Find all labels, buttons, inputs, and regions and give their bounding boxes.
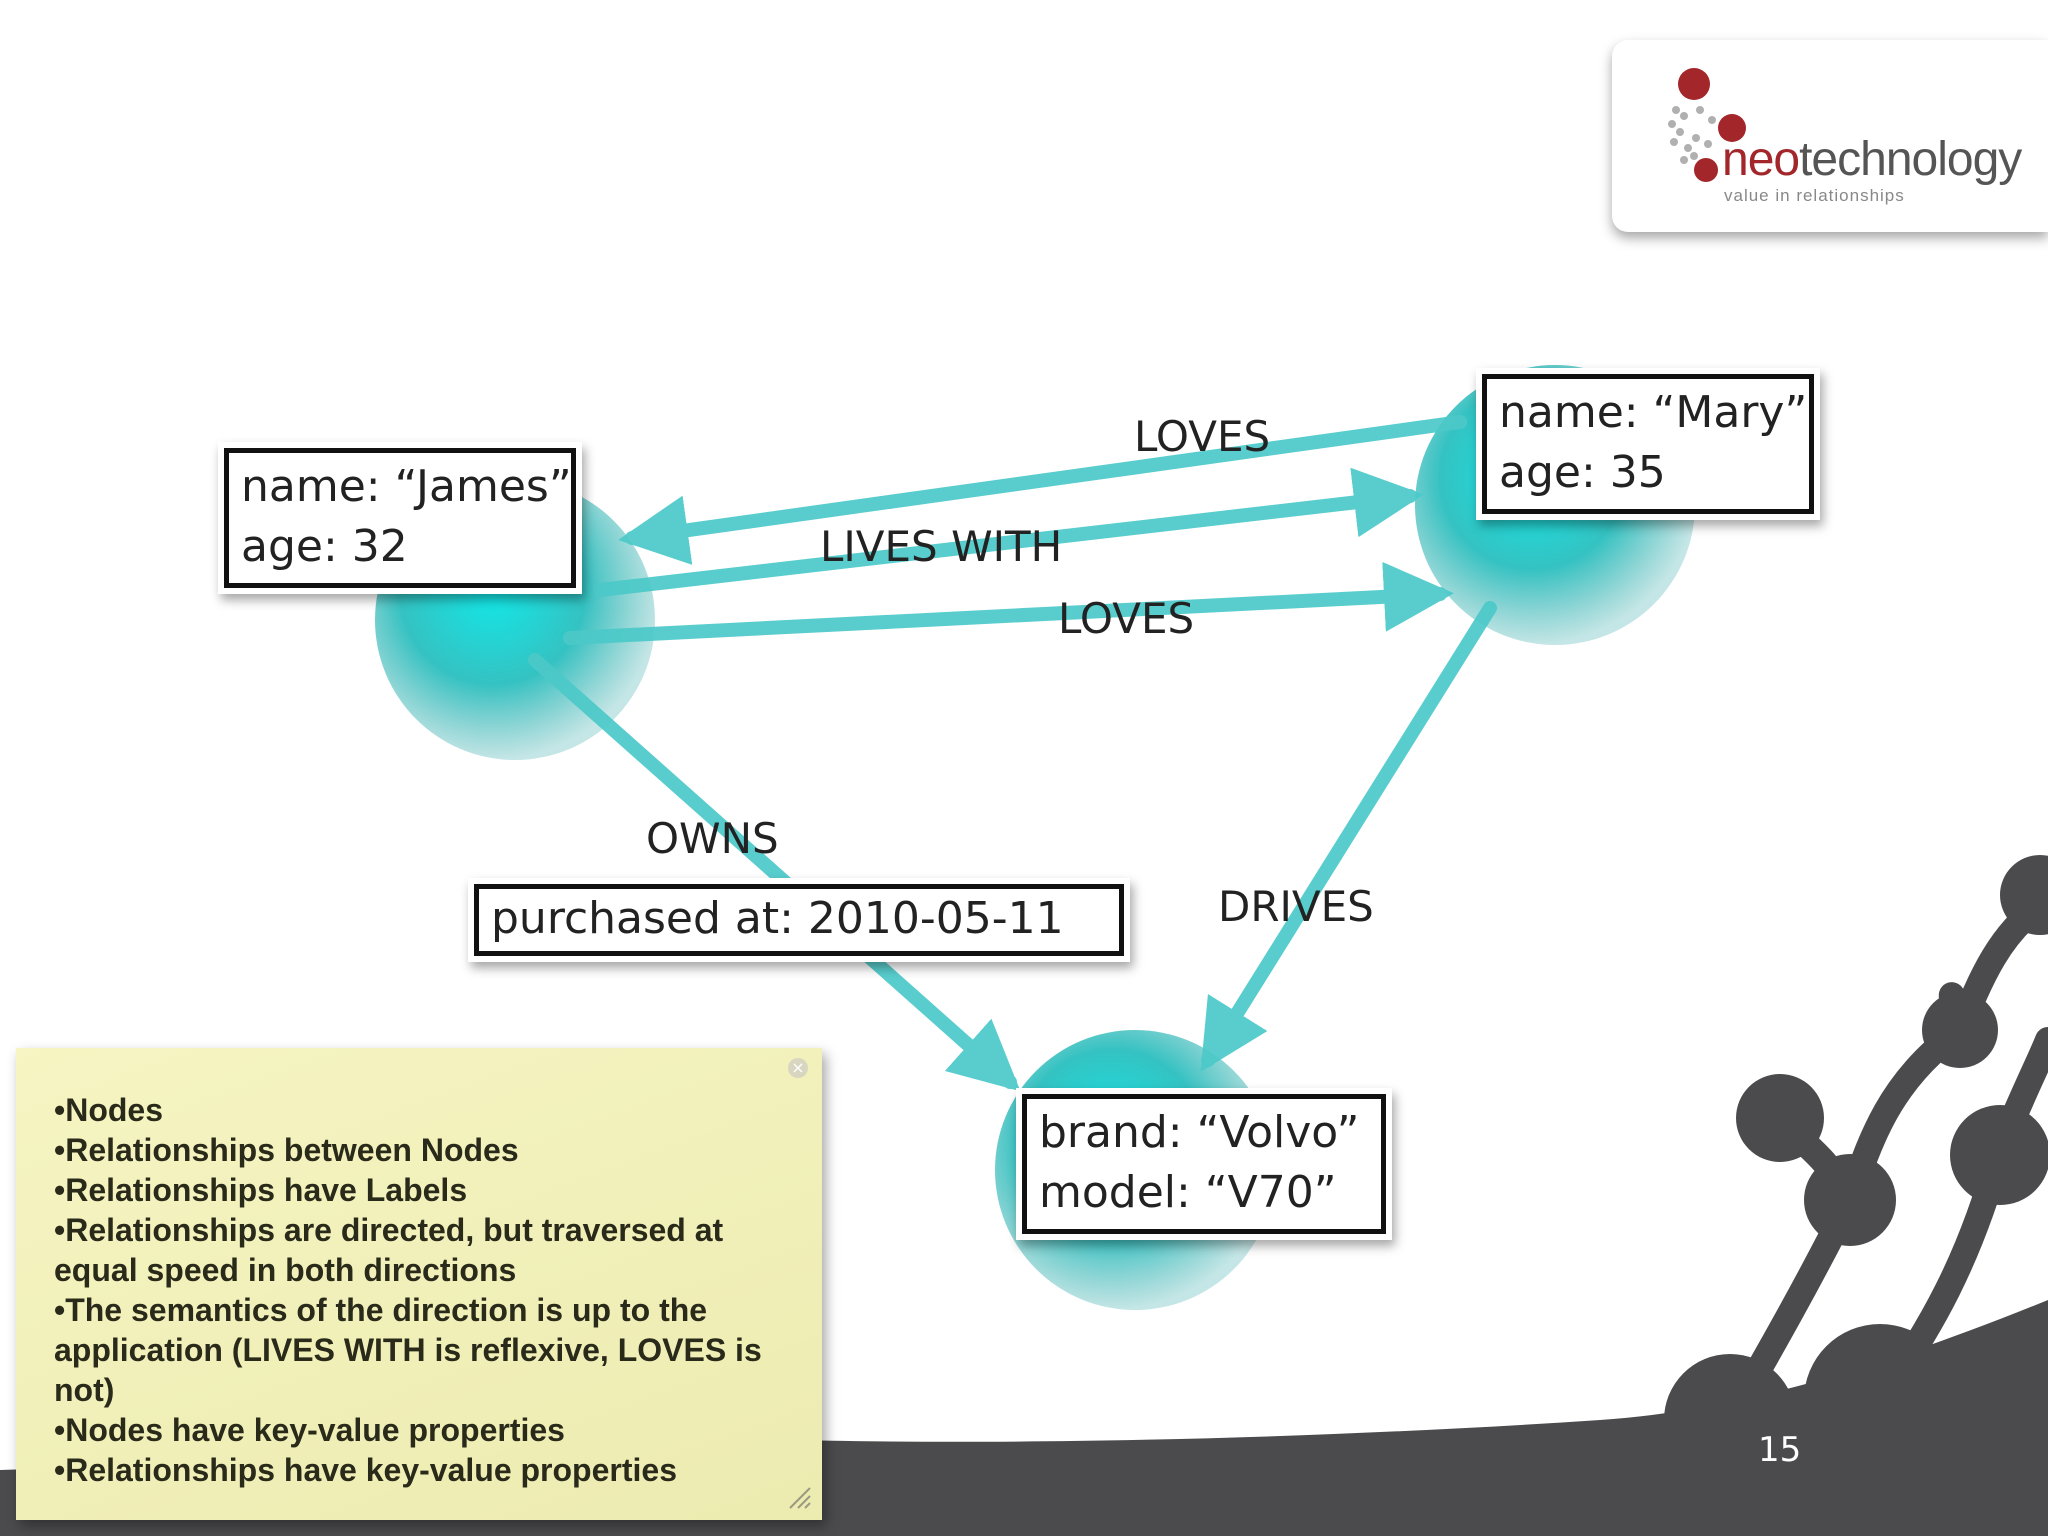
sticky-note[interactable]: × Nodes Relationships between Nodes Rela… xyxy=(16,1048,822,1520)
edge-owns[interactable] xyxy=(528,653,1021,1092)
label-loves-bottom: LOVES xyxy=(1058,594,1195,643)
label-loves-top: LOVES xyxy=(1134,412,1271,461)
note-item: Nodes xyxy=(54,1090,814,1130)
note-item: Relationships have key-value properties xyxy=(54,1450,814,1490)
molecule-logo-icon xyxy=(1668,68,1746,182)
note-item: Relationships have Labels xyxy=(54,1170,814,1210)
label-owns: OWNS xyxy=(646,814,779,863)
logo-suffix: technology xyxy=(1799,133,2022,186)
mary-age: age: 35 xyxy=(1499,447,1666,498)
label-drives: DRIVES xyxy=(1218,882,1374,931)
neotechnology-logo: neotechnology value in relationships xyxy=(1612,40,2048,232)
volvo-properties[interactable]: brand: “Volvo” model: “V70” xyxy=(1016,1088,1392,1240)
note-item: Relationships between Nodes xyxy=(54,1130,814,1170)
resize-grip-icon[interactable] xyxy=(786,1484,812,1510)
close-icon[interactable]: × xyxy=(788,1058,808,1078)
note-item: Nodes have key-value properties xyxy=(54,1410,814,1450)
james-age: age: 32 xyxy=(241,521,408,572)
james-properties[interactable]: name: “James” age: 32 xyxy=(218,442,582,594)
note-list: Nodes Relationships between Nodes Relati… xyxy=(54,1090,814,1490)
page-number: 15 xyxy=(1758,1430,1802,1470)
mary-properties[interactable]: name: “Mary” age: 35 xyxy=(1476,368,1820,520)
edge-lives-with[interactable] xyxy=(593,467,1424,597)
volvo-model: model: “V70” xyxy=(1039,1167,1337,1218)
note-item: Relationships are directed, but traverse… xyxy=(54,1210,814,1290)
logo-prefix: neo xyxy=(1722,133,1800,186)
logo-wordmark: neotechnology xyxy=(1722,132,2022,187)
james-name: name: “James” xyxy=(241,461,572,512)
note-item: The semantics of the direction is up to … xyxy=(54,1290,814,1410)
owns-purchased-at: purchased at: 2010-05-11 xyxy=(491,893,1064,944)
edge-loves-james-to-mary[interactable] xyxy=(563,561,1454,645)
owns-properties[interactable]: purchased at: 2010-05-11 xyxy=(468,878,1130,962)
logo-tagline: value in relationships xyxy=(1724,186,1905,205)
volvo-brand: brand: “Volvo” xyxy=(1039,1107,1360,1158)
edge-drives[interactable] xyxy=(1200,601,1497,1072)
edge-loves-mary-to-james[interactable] xyxy=(618,415,1467,565)
mary-name: name: “Mary” xyxy=(1499,387,1808,438)
label-lives-with: LIVES WITH xyxy=(820,522,1063,571)
